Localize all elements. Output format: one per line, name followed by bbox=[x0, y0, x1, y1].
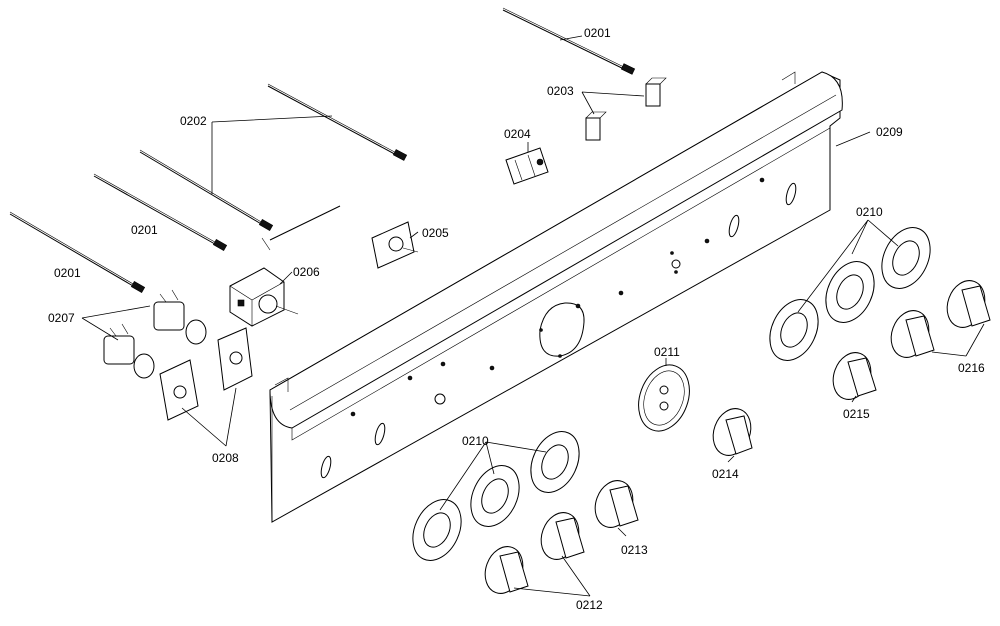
label-0206: 0206 bbox=[293, 265, 320, 279]
bezels-0210-left bbox=[412, 431, 580, 561]
control-panel bbox=[269, 71, 843, 523]
label-0204: 0204 bbox=[504, 127, 531, 141]
leader-lines bbox=[81, 35, 985, 597]
wire-0201-mid-b bbox=[93, 173, 228, 252]
label-0201-mid: 0201 bbox=[131, 223, 158, 237]
thermostat-0206 bbox=[229, 267, 299, 327]
valve-0207 bbox=[103, 289, 207, 379]
label-0202: 0202 bbox=[180, 114, 207, 128]
knob-0214 bbox=[712, 408, 753, 456]
label-0213: 0213 bbox=[621, 543, 648, 557]
label-0209: 0209 bbox=[876, 125, 903, 139]
wire-0206-lead bbox=[261, 205, 341, 251]
label-0211: 0211 bbox=[654, 345, 680, 359]
switch-0203 bbox=[585, 77, 667, 141]
bracket-0204 bbox=[505, 147, 549, 185]
label-0208: 0208 bbox=[212, 451, 239, 465]
label-0205: 0205 bbox=[422, 226, 449, 240]
label-0203: 0203 bbox=[547, 84, 574, 98]
label-0201-low: 0201 bbox=[54, 266, 81, 280]
label-0215: 0215 bbox=[843, 407, 870, 421]
wire-0201-mid-a bbox=[139, 149, 274, 232]
knob-0213 bbox=[594, 480, 639, 528]
board-0208 bbox=[159, 327, 253, 421]
switch-0205 bbox=[371, 221, 419, 269]
knobs-0216 bbox=[890, 280, 991, 358]
label-0201-top: 0201 bbox=[584, 26, 611, 40]
label-0207: 0207 bbox=[48, 311, 75, 325]
wire-0201-low bbox=[9, 211, 146, 294]
wire-0201-top bbox=[502, 7, 636, 75]
label-0212: 0212 bbox=[576, 598, 603, 612]
ring-0211 bbox=[638, 364, 690, 432]
label-0210-right: 0210 bbox=[856, 205, 883, 219]
label-0216: 0216 bbox=[958, 361, 985, 375]
part-labels: 0201 0203 0202 0204 0209 0201 0205 0210 … bbox=[48, 26, 985, 612]
knobs-0212 bbox=[484, 512, 585, 594]
knob-0215 bbox=[832, 352, 877, 400]
label-0210-left: 0210 bbox=[462, 434, 489, 448]
wire-0202 bbox=[267, 83, 408, 161]
label-0214: 0214 bbox=[712, 467, 739, 481]
